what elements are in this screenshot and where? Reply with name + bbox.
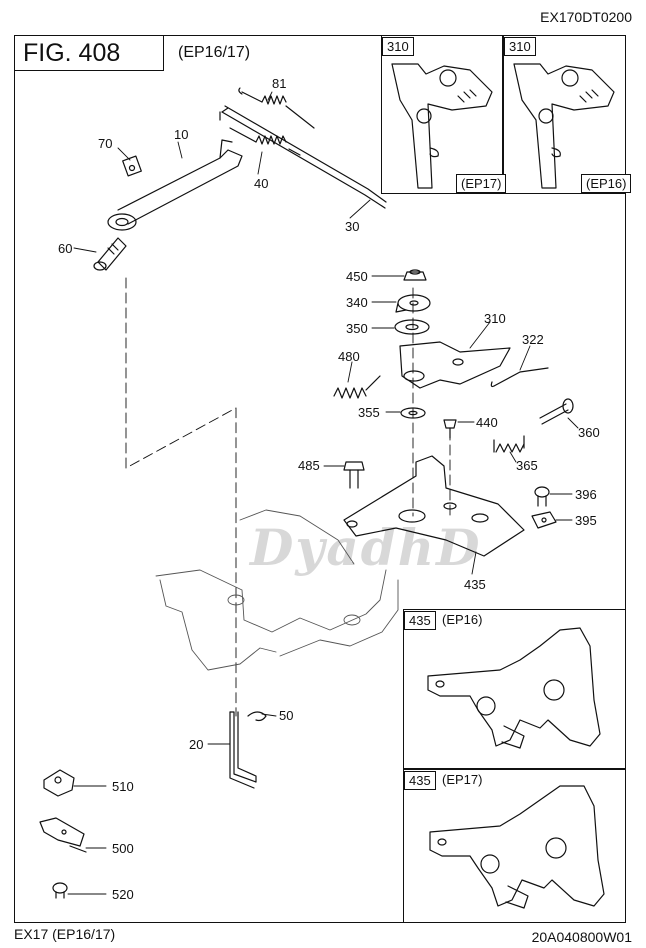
callout-81: 81 <box>272 76 287 91</box>
inset-variant-label: (EP17) <box>442 772 483 787</box>
spring-480 <box>333 375 381 399</box>
inset-435-ep17-drawing <box>429 785 605 909</box>
callout-365: 365 <box>516 458 538 473</box>
footer-model: EX17 (EP16/17) <box>14 926 116 942</box>
callout-40: 40 <box>254 176 269 191</box>
inset-310-ep16-drawing <box>513 63 615 189</box>
callout-485: 485 <box>298 458 320 473</box>
inset-part-tag: 435 <box>404 771 436 790</box>
callout-435: 435 <box>464 577 486 592</box>
inset-variant-label: (EP16) <box>442 612 483 627</box>
rod-30 <box>219 105 387 209</box>
bolt-485 <box>343 461 365 489</box>
callout-10: 10 <box>174 127 189 142</box>
figure-number: FIG. 408 <box>14 35 164 71</box>
callout-396: 396 <box>575 487 597 502</box>
callout-310: 310 <box>484 311 506 326</box>
inset-variant-tag: (EP16) <box>581 174 632 193</box>
inset-435-ep16 <box>403 609 626 769</box>
spring-81 <box>238 87 315 129</box>
spring-40 <box>229 127 301 156</box>
callout-350: 350 <box>346 321 368 336</box>
callout-440: 440 <box>476 415 498 430</box>
inset-part-tag: 310 <box>504 37 536 56</box>
washer-350 <box>394 319 430 335</box>
callout-50: 50 <box>279 708 294 723</box>
callout-355: 355 <box>358 405 380 420</box>
callout-30: 30 <box>345 219 360 234</box>
bolt-60 <box>93 237 127 271</box>
watermark: DyadhD <box>250 518 482 577</box>
diagram-code: EX170DT0200 <box>540 9 632 25</box>
inset-310-ep17 <box>381 35 503 194</box>
callout-520: 520 <box>112 887 134 902</box>
callout-360: 360 <box>578 425 600 440</box>
washer-355 <box>400 407 426 419</box>
clip-510 <box>43 769 75 797</box>
bolt-396 <box>534 486 550 507</box>
callout-70: 70 <box>98 136 113 151</box>
plate-310 <box>399 341 511 389</box>
screw-520 <box>52 882 68 899</box>
clip-50 <box>247 711 267 722</box>
inset-435-ep16-drawing <box>427 627 601 749</box>
bolt-360 <box>539 398 574 425</box>
footer-doc-code: 20A040800W01 <box>531 929 632 945</box>
rod-322 <box>490 367 549 388</box>
latch-500 <box>39 817 87 853</box>
nut-450 <box>403 269 427 281</box>
callout-322: 322 <box>522 332 544 347</box>
lever-10 <box>107 139 243 231</box>
callout-510: 510 <box>112 779 134 794</box>
callout-450: 450 <box>346 269 368 284</box>
callout-500: 500 <box>112 841 134 856</box>
inset-variant-tag: (EP17) <box>456 174 507 193</box>
clip-395 <box>531 511 557 529</box>
callout-60: 60 <box>58 241 73 256</box>
clip-70 <box>122 155 142 177</box>
inset-310-ep16 <box>503 35 626 194</box>
engine-outline <box>155 509 399 671</box>
inset-part-tag: 435 <box>404 611 436 630</box>
rod-20 <box>229 711 257 789</box>
callout-20: 20 <box>189 737 204 752</box>
inset-310-ep17-drawing <box>391 63 493 189</box>
bracket-435 <box>343 455 525 557</box>
screw-440 <box>443 419 457 439</box>
cam-340 <box>395 294 431 313</box>
figure-variant: (EP16/17) <box>178 44 251 61</box>
diagram-frame <box>14 35 626 923</box>
inset-part-tag: 310 <box>382 37 414 56</box>
callout-395: 395 <box>575 513 597 528</box>
callout-340: 340 <box>346 295 368 310</box>
callout-480: 480 <box>338 349 360 364</box>
spring-365 <box>493 435 525 453</box>
